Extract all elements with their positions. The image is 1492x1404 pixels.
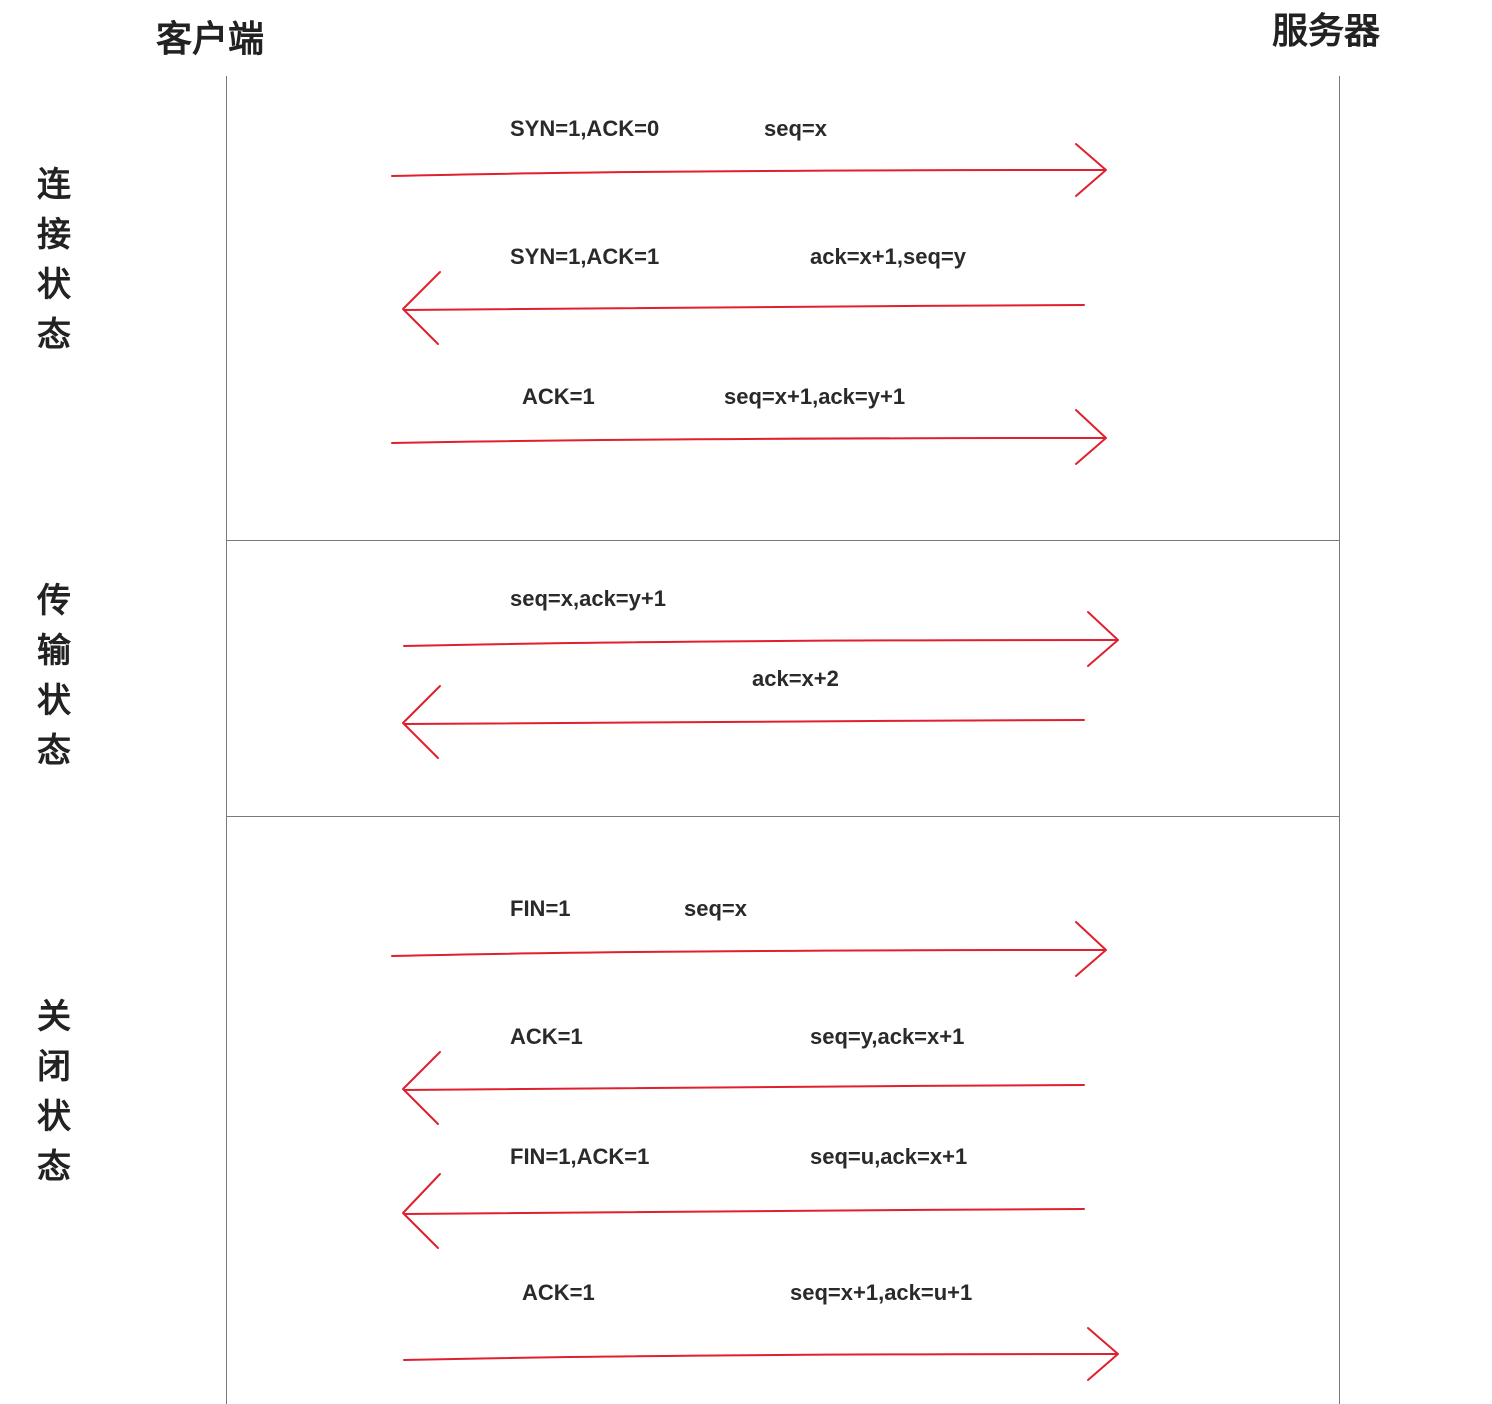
message-4-numbers: seq=x,ack=y+1 [510,586,666,611]
message-6-arrow-shaft [391,949,1105,957]
phase-divider-connect-transfer [227,540,1340,541]
message-9-arrowhead [1087,1327,1119,1381]
message-1-arrowhead [1075,143,1107,197]
message-7-numbers: seq=y,ack=x+1 [810,1024,965,1049]
message-6-arrow [391,921,1107,977]
message-7-flags: ACK=1 [510,1024,583,1049]
message-2-flags: SYN=1,ACK=1 [510,244,660,269]
message-7-arrowhead [402,1051,441,1125]
message-3-arrow [391,409,1107,465]
message-8-flags: FIN=1,ACK=1 [510,1144,650,1169]
message-6-numbers: seq=x [684,896,747,921]
message-8-arrowhead [402,1173,441,1249]
phase-label-transfer: 传输状态 [37,581,71,771]
message-2-numbers: ack=x+1,seq=y [810,244,966,269]
message-2-arrow [402,271,1085,345]
message-1-arrow-shaft [391,169,1105,177]
message-8-numbers: seq=u,ack=x+1 [810,1144,968,1169]
client-label: 客户端 [156,19,265,60]
message-9-numbers: seq=x+1,ack=u+1 [790,1280,973,1305]
message-2-arrow-shaft [403,304,1085,311]
message-2-arrowhead [402,271,441,345]
message-9-arrow [403,1327,1119,1381]
server-label: 服务器 [1272,11,1381,52]
message-3-arrowhead [1075,409,1107,465]
message-4-arrow [403,611,1119,667]
message-1-numbers: seq=x [764,116,827,141]
phase-label-connect: 连接状态 [37,165,71,355]
message-5-arrowhead [402,685,441,759]
message-5-numbers: ack=x+2 [752,666,839,691]
message-5-arrow [402,685,1085,759]
client-lifeline [226,76,227,1404]
message-9-arrow-shaft [403,1353,1117,1361]
server-lifeline [1339,76,1340,1404]
message-8-arrow-shaft [403,1208,1085,1215]
phase-divider-transfer-close [227,816,1340,817]
message-3-numbers: seq=x+1,ack=y+1 [724,384,906,409]
message-1-arrow [391,143,1107,197]
message-6-flags: FIN=1 [510,896,571,921]
message-4-arrowhead [1087,611,1119,667]
message-1-flags: SYN=1,ACK=0 [510,116,660,141]
message-9-flags: ACK=1 [522,1280,595,1305]
message-6-arrowhead [1075,921,1107,977]
message-3-arrow-shaft [391,437,1105,444]
message-3-flags: ACK=1 [522,384,595,409]
message-8-arrow [402,1173,1085,1249]
message-4-arrow-shaft [403,639,1117,647]
message-7-arrow-shaft [403,1084,1085,1091]
message-7-arrow [402,1051,1085,1125]
phase-label-close: 关闭状态 [37,997,71,1187]
message-5-arrow-shaft [403,719,1085,725]
